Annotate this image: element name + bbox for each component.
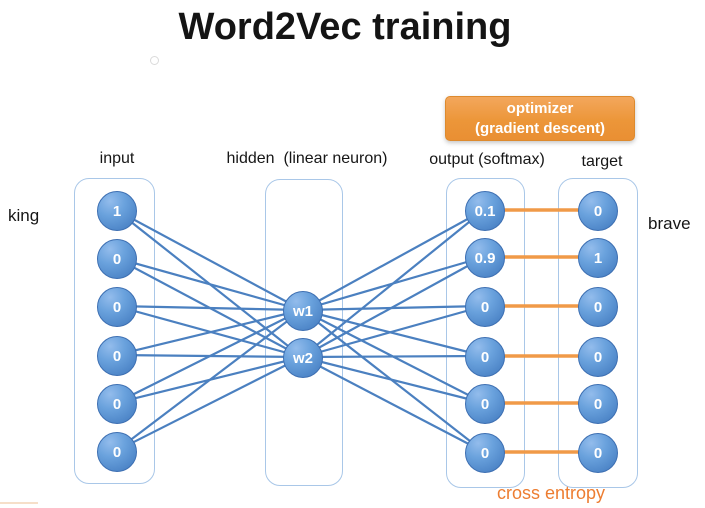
target-column-label: target — [581, 153, 623, 170]
target-node-5: 0 — [578, 384, 618, 424]
output-node-4: 0 — [465, 337, 505, 377]
edge-i2-w1 — [115, 256, 303, 312]
optimizer-box: optimizer (gradient descent) — [445, 96, 635, 141]
bullet-dot-artifact — [150, 56, 159, 65]
output-layer-container — [446, 178, 525, 488]
edge-i4-w1 — [115, 308, 303, 357]
input-node-5: 0 — [97, 384, 137, 424]
slide-title: Word2Vec training — [178, 6, 512, 48]
output-column-label: output (softmax) — [429, 151, 545, 168]
hidden-to-output-edges — [301, 209, 485, 453]
edge-i6-w2 — [115, 356, 303, 452]
bottom-edge-artifact — [0, 502, 38, 504]
input-layer-container — [74, 178, 155, 484]
input-node-3: 0 — [97, 287, 137, 327]
edge-w2-o4 — [301, 354, 485, 359]
hidden-column-label: hidden (linear neuron) — [226, 150, 388, 167]
target-node-4: 0 — [578, 337, 618, 377]
target-node-1: 0 — [578, 191, 618, 231]
edge-w2-o6 — [301, 356, 485, 453]
output-node-1: 0.1 — [465, 191, 505, 231]
cross-entropy-label: cross entropy — [497, 483, 606, 503]
optimizer-label-line1: optimizer — [506, 100, 574, 117]
output-node-3: 0 — [465, 287, 505, 327]
input-to-hidden-edges — [115, 209, 303, 452]
target-node-2: 1 — [578, 238, 618, 278]
target-node-6: 0 — [578, 433, 618, 473]
edge-i6-w1 — [115, 309, 303, 452]
hidden-layer-container — [265, 179, 343, 486]
edge-i1-w1 — [115, 209, 303, 311]
output-node-6: 0 — [465, 433, 505, 473]
input-node-6: 0 — [97, 432, 137, 472]
edge-w2-o3 — [301, 304, 485, 359]
edge-i3-w1 — [115, 304, 303, 312]
input-node-2: 0 — [97, 239, 137, 279]
input-column-label: input — [99, 150, 135, 167]
target-layer-container — [558, 178, 638, 488]
edge-w1-o1 — [301, 209, 485, 311]
input-node-4: 0 — [97, 336, 137, 376]
output-node-2: 0.9 — [465, 238, 505, 278]
edge-w2-o5 — [301, 355, 485, 405]
input-word-label: king — [8, 206, 40, 225]
target-word-label: brave — [648, 214, 691, 233]
edge-w2-o2 — [301, 256, 485, 358]
edge-i5-w1 — [115, 309, 303, 404]
optimizer-label-line2: (gradient descent) — [474, 119, 606, 137]
hidden-node-w2: w2 — [283, 338, 323, 378]
output-node-5: 0 — [465, 384, 505, 424]
target-node-3: 0 — [578, 287, 618, 327]
edge-w1-o4 — [301, 308, 485, 358]
input-node-1: 1 — [97, 191, 137, 231]
hidden-node-w1: w1 — [283, 291, 323, 331]
edge-w2-o1 — [301, 209, 485, 358]
